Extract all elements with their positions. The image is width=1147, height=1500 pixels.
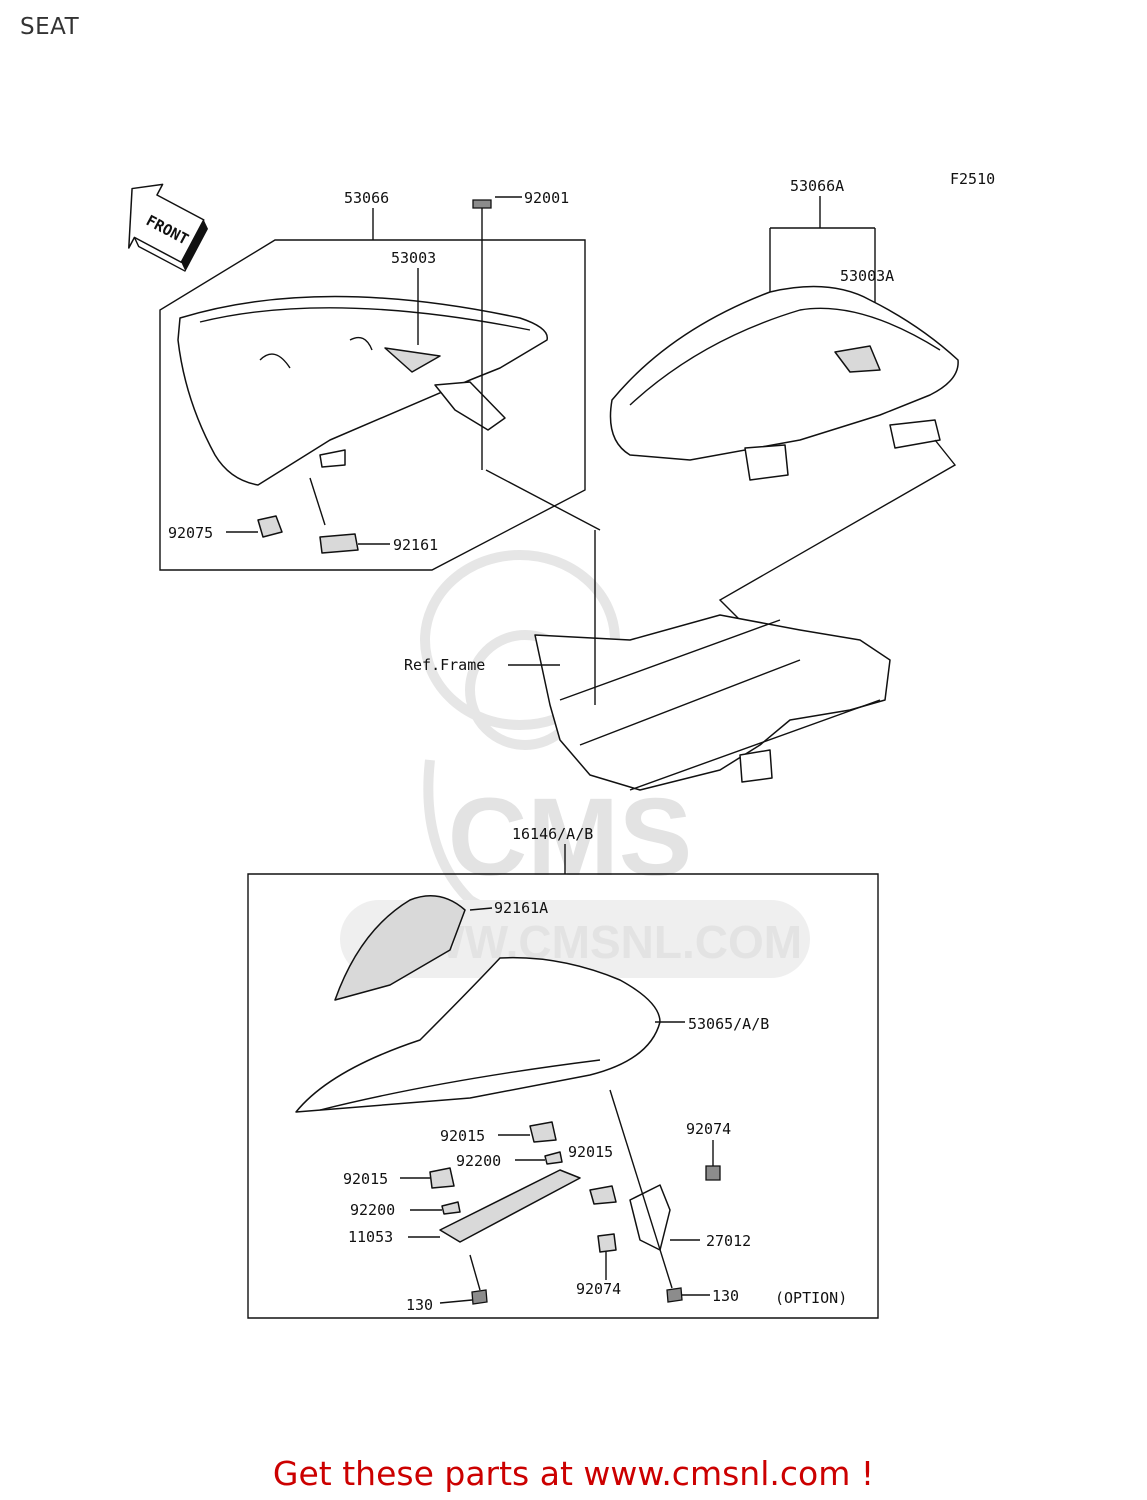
- seat-cover-group: [247, 844, 879, 1319]
- watermark-brand: CMS: [448, 776, 692, 899]
- label-92200-a: 92200: [456, 1152, 501, 1170]
- rear-frame: [485, 469, 891, 791]
- rider-seat-group: [159, 196, 586, 571]
- label-27012: 27012: [706, 1232, 751, 1250]
- label-92015-c: 92015: [343, 1170, 388, 1188]
- label-53003: 53003: [391, 249, 436, 267]
- label-ref-frame: Ref.Frame: [404, 656, 485, 674]
- label-53066A: 53066A: [790, 177, 844, 195]
- part-labels: 53066 92001 53003 53066A 53003A 92075 92…: [168, 177, 894, 1314]
- label-92074-b: 92074: [576, 1280, 621, 1298]
- label-92075: 92075: [168, 524, 213, 542]
- label-53003A: 53003A: [840, 267, 894, 285]
- watermark: CMS WWW.CMSNL.COM: [340, 550, 810, 978]
- label-16146: 16146/A/B: [512, 825, 593, 843]
- footer-cta-link[interactable]: Get these parts at www.cmsnl.com !: [272, 1454, 875, 1493]
- front-arrow: FRONT: [128, 183, 209, 272]
- label-92074-a: 92074: [686, 1120, 731, 1138]
- label-92161: 92161: [393, 536, 438, 554]
- label-option: (OPTION): [775, 1289, 847, 1307]
- diagram-code: F2510: [950, 170, 995, 188]
- label-92001: 92001: [524, 189, 569, 207]
- label-11053: 11053: [348, 1228, 393, 1246]
- label-53066: 53066: [344, 189, 389, 207]
- label-92015-b: 92015: [568, 1143, 613, 1161]
- pillion-seat-group: [609, 196, 959, 651]
- label-53065: 53065/A/B: [688, 1015, 769, 1033]
- label-130-a: 130: [406, 1296, 433, 1314]
- label-130-b: 130: [712, 1287, 739, 1305]
- label-92161A: 92161A: [494, 899, 548, 917]
- label-92200-b: 92200: [350, 1201, 395, 1219]
- page-title: SEAT: [20, 14, 80, 40]
- label-92015-a: 92015: [440, 1127, 485, 1145]
